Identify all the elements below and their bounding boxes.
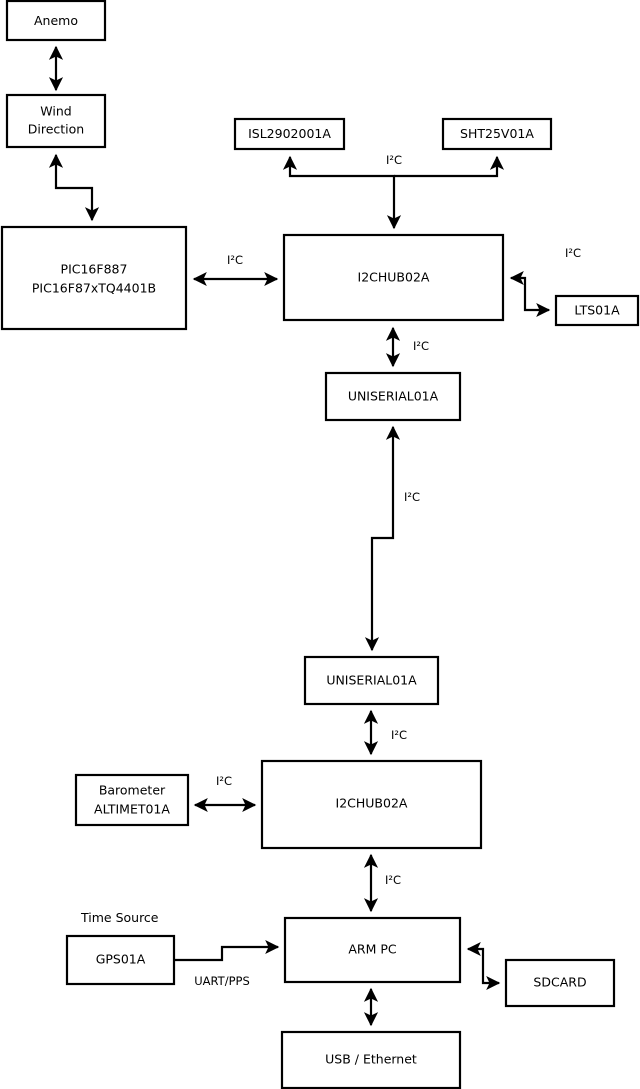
node-label-pic-line2: PIC16F87xTQ4401B bbox=[32, 281, 156, 296]
node-label-i2chub02a-bottom: I2CHUB02A bbox=[336, 796, 408, 811]
node-label-i2chub02a-top: I2CHUB02A bbox=[358, 270, 430, 285]
node-label-lts01a: LTS01A bbox=[574, 303, 620, 318]
edge-label-uniserial2-hub2: I²C bbox=[391, 728, 407, 742]
label-time-source: Time Source bbox=[80, 910, 159, 925]
node-label-barometer-line1: Barometer bbox=[99, 783, 166, 798]
node-label-sdcard: SDCARD bbox=[533, 975, 586, 990]
node-label-usb-ethernet: USB / Ethernet bbox=[325, 1052, 417, 1067]
edge-label-uniserial1-uniserial2: I²C bbox=[404, 490, 420, 504]
node-uniserial01a-bottom[interactable]: UNISERIAL01A bbox=[303, 655, 440, 706]
node-isl2902001a[interactable]: ISL2902001A bbox=[233, 117, 346, 151]
node-i2chub02a-bottom[interactable]: I2CHUB02A bbox=[260, 759, 483, 850]
node-label-uniserial01a-bottom: UNISERIAL01A bbox=[326, 673, 417, 688]
edge-label-hub1-lts: I²C bbox=[565, 246, 581, 260]
node-wind-direction[interactable]: Wind Direction bbox=[5, 93, 107, 149]
node-arm-pc[interactable]: ARM PC bbox=[283, 916, 462, 984]
edge-pic-hub1: I²C bbox=[192, 253, 279, 287]
node-label-pic-line1: PIC16F887 bbox=[61, 262, 128, 277]
node-label-gps01a: GPS01A bbox=[96, 952, 146, 967]
edge-gps-armpc: UART/PPS bbox=[174, 939, 280, 988]
node-i2chub02a-top[interactable]: I2CHUB02A bbox=[282, 233, 505, 322]
node-pic-microcontroller[interactable]: PIC16F887 PIC16F87xTQ4401B bbox=[0, 225, 188, 331]
node-sdcard[interactable]: SDCARD bbox=[504, 958, 616, 1008]
node-label-isl2902001a: ISL2902001A bbox=[248, 126, 331, 141]
edge-barometer-hub2: I²C bbox=[193, 774, 257, 813]
node-label-wind-direction-line2: Direction bbox=[28, 122, 84, 137]
node-label-barometer-line2: ALTIMET01A bbox=[94, 802, 170, 817]
edge-label-hub1-uniserial1: I²C bbox=[413, 339, 429, 353]
edge-armpc-sdcard bbox=[466, 941, 501, 991]
edge-uniserial1-uniserial2: I²C bbox=[364, 425, 420, 652]
node-lts01a[interactable]: LTS01A bbox=[554, 294, 640, 327]
node-label-sht25v01a: SHT25V01A bbox=[460, 126, 534, 141]
node-label-wind-direction-line1: Wind bbox=[40, 104, 71, 119]
edge-hub1-sensors: I²C bbox=[282, 153, 505, 230]
node-sht25v01a[interactable]: SHT25V01A bbox=[441, 117, 553, 151]
edge-uniserial2-hub2: I²C bbox=[363, 709, 407, 756]
edge-label-hub2-armpc: I²C bbox=[385, 873, 401, 887]
node-label-arm-pc: ARM PC bbox=[348, 942, 397, 957]
edge-hub1-lts: I²C bbox=[509, 246, 581, 318]
edge-label-pic-hub1: I²C bbox=[227, 253, 243, 267]
edge-label-hub1-sensors: I²C bbox=[386, 153, 402, 167]
node-label-anemo: Anemo bbox=[34, 13, 78, 28]
node-gps01a[interactable]: GPS01A bbox=[65, 934, 176, 986]
node-barometer-altimet01a[interactable]: Barometer ALTIMET01A bbox=[74, 773, 190, 827]
node-label-uniserial01a-top: UNISERIAL01A bbox=[348, 389, 439, 404]
node-uniserial01a-top[interactable]: UNISERIAL01A bbox=[324, 371, 462, 422]
edge-hub1-uniserial1: I²C bbox=[385, 326, 429, 368]
edge-label-barometer-hub2: I²C bbox=[216, 774, 232, 788]
edge-wind-pic bbox=[48, 153, 100, 222]
node-anemo[interactable]: Anemo bbox=[5, 0, 107, 42]
edge-hub2-armpc: I²C bbox=[363, 853, 401, 913]
edge-label-gps-armpc: UART/PPS bbox=[194, 974, 250, 988]
node-usb-ethernet[interactable]: USB / Ethernet bbox=[280, 1030, 462, 1089]
